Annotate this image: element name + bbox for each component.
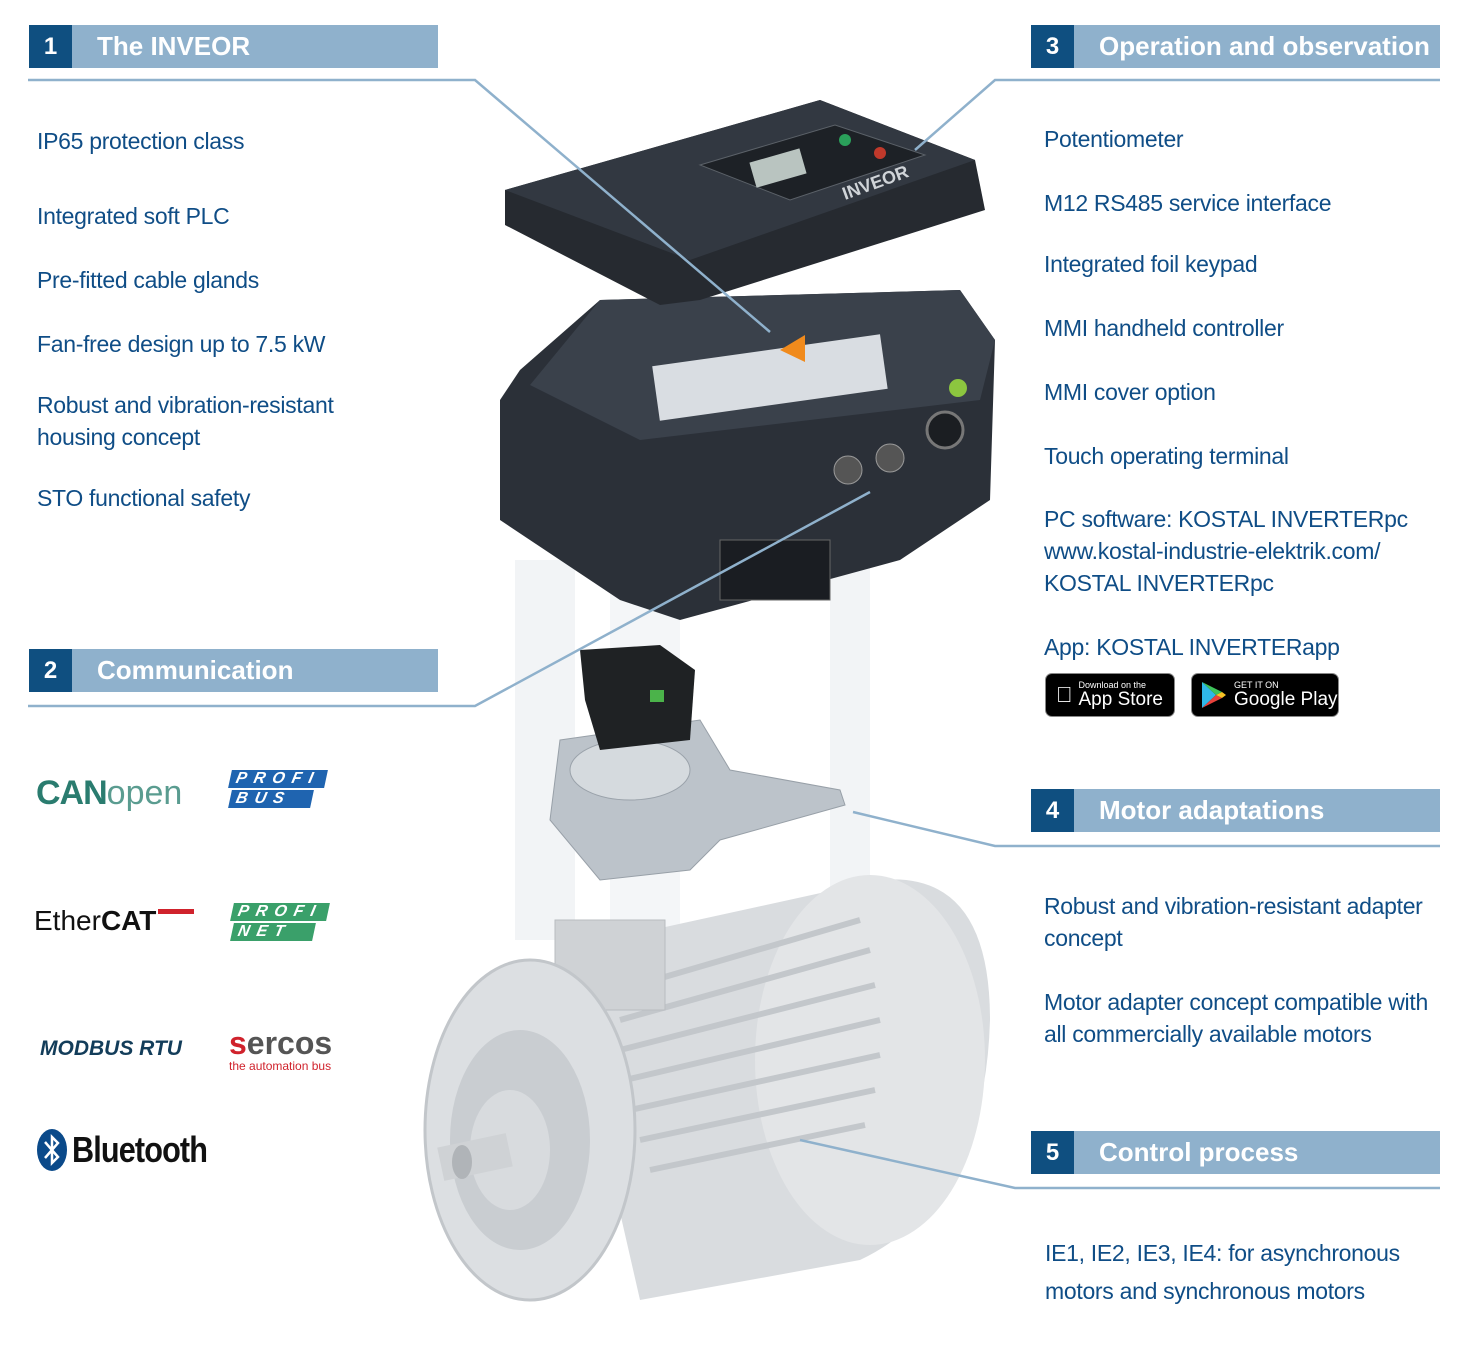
ethercat-logo: EtherCAT [34,905,195,937]
section-title: The INVEOR [97,31,251,61]
feature-item: Fan-free design up to 7.5 kW [37,331,326,357]
feature-item: Motor adapter concept compatible with al… [1044,989,1428,1047]
feature-item: IE1, IE2, IE3, IE4: for asynchronous mot… [1045,1240,1400,1304]
profibus-logo: PROFI BUS [228,770,328,808]
inverter-base-image [500,290,995,620]
section-header-3: 3 Operation and observation [1031,25,1440,68]
section-title: Control process [1099,1137,1299,1167]
canopen-logo: CANopen [36,774,183,812]
section-header-5: 5 Control process [1031,1131,1440,1174]
google-play-icon [1202,682,1226,708]
motor-image [423,875,990,1302]
profinet-logo: PROFI NET [230,903,330,941]
feature-item: STO functional safety [37,485,251,511]
section-title: Communication [97,655,294,685]
feature-item: Potentiometer [1044,126,1184,152]
adapter-image [549,645,846,881]
badge-big-text: App Store [1062,689,1164,710]
app-store-badge[interactable]:  Download on the App Store [1045,673,1175,717]
section-header-4: 4 Motor adaptations [1031,789,1440,832]
badge-small-text: GET IT ON [1234,680,1279,690]
bluetooth-logo: Bluetooth [36,1128,231,1172]
section-title: Motor adaptations [1099,795,1325,825]
sercos-tagline: the automation bus [229,1059,332,1073]
section-header-1: 1 The INVEOR [29,25,438,68]
feature-item: App: KOSTAL INVERTERapp [1044,634,1340,660]
sercos-logo: sercos the automation bus [229,1025,333,1073]
feature-item: Pre-fitted cable glands [37,267,259,293]
section-number: 1 [29,25,72,68]
google-play-badge[interactable]: GET IT ON Google Play [1191,673,1339,717]
leader-lines [28,78,1440,1190]
modbus-rtu-logo: MODBUS RTU [40,1037,182,1060]
feature-item: Integrated foil keypad [1044,251,1258,277]
inverter-lid-image: INVEOR [505,100,985,305]
apple-icon:  [1056,682,1073,708]
feature-item: Integrated soft PLC [37,203,230,229]
feature-item: MMI handheld controller [1044,315,1284,341]
section-number: 4 [1031,789,1074,832]
section-number: 5 [1031,1131,1074,1174]
bluetooth-icon [37,1129,67,1171]
section-title: Operation and observation [1099,31,1430,61]
feature-item: Robust and vibration-resistant adapter c… [1044,893,1423,951]
badge-small-text: Download on the [1062,680,1147,690]
section-number: 3 [1031,25,1074,68]
feature-item: PC software: KOSTAL INVERTERpc www.kosta… [1044,506,1408,596]
feature-item: Robust and vibration-resistant housing c… [37,392,334,450]
feature-item: MMI cover option [1044,379,1216,405]
section-header-2: 2 Communication [29,649,438,692]
feature-item: M12 RS485 service interface [1044,190,1332,216]
badge-big-text: Google Play [1234,689,1338,710]
feature-item: IP65 protection class [37,128,245,154]
section-number: 2 [29,649,72,692]
feature-item: Touch operating terminal [1044,443,1289,469]
